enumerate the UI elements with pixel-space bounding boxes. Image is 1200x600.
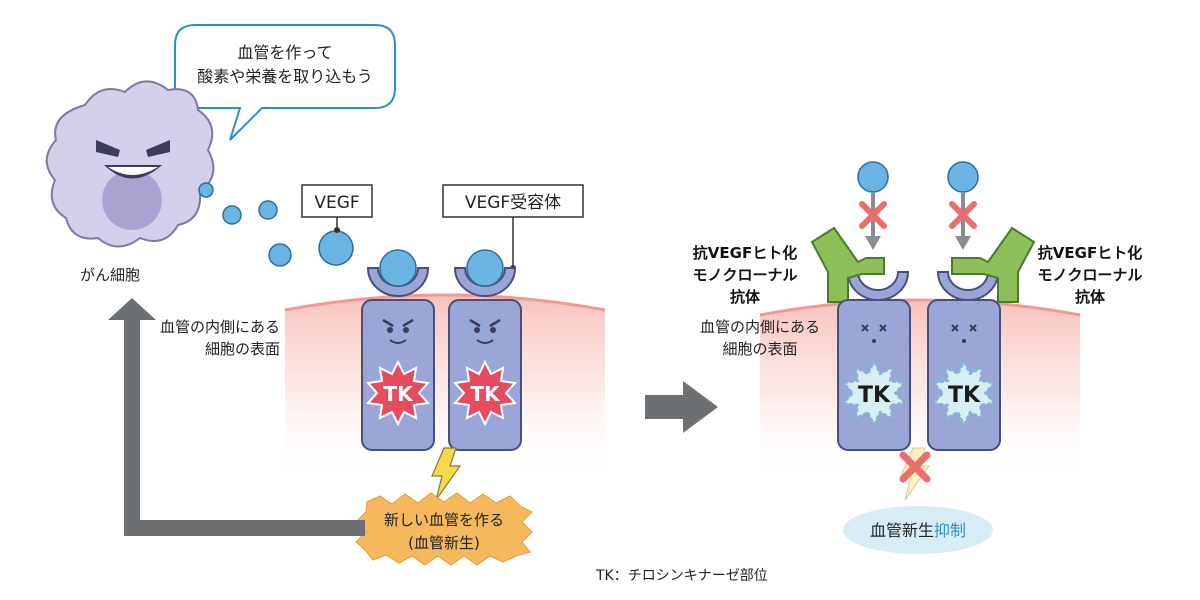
antibody-right xyxy=(951,226,1036,303)
feedback-arrow xyxy=(108,298,365,536)
svg-text:抗VEGFヒト化: 抗VEGFヒト化 xyxy=(693,244,797,262)
cancer-cell-label: がん細胞 xyxy=(80,266,140,284)
new-vessel-burst: 新しい血管を作る (血管新生) xyxy=(355,492,533,566)
svg-text:抗体: 抗体 xyxy=(1075,288,1106,306)
cross-icon xyxy=(859,201,887,229)
antibody-label-right: 抗VEGFヒト化 モノクローナル 抗体 xyxy=(1037,244,1142,306)
cancer-cell: がん細胞 xyxy=(45,80,215,284)
inhibition-badge: 血管新生抑制 xyxy=(843,506,993,554)
receptor-right-1: TK xyxy=(810,226,911,451)
cell-surface-label-right-1: 血管の内側にある xyxy=(700,318,820,336)
svg-text:モノクローナル: モノクローナル xyxy=(1037,266,1142,284)
tk-label: TK xyxy=(858,383,891,408)
speech-line-1: 血管を作って xyxy=(237,43,332,62)
svg-text:抗体: 抗体 xyxy=(730,288,761,306)
cell-surface-label-left-2: 細胞の表面 xyxy=(205,340,280,358)
speech-line-2: 酸素や栄養を取り込もう xyxy=(197,67,373,86)
vegf-bound xyxy=(466,249,504,287)
vegf-blocked-1 xyxy=(857,161,889,250)
svg-text:抗VEGFヒト化: 抗VEGFヒト化 xyxy=(1038,244,1142,262)
svg-text:VEGF: VEGF xyxy=(314,193,359,213)
vegf-receptor-label: VEGF受容体 xyxy=(442,184,584,271)
vegf-particles xyxy=(198,182,354,267)
svg-text:モノクローナル: モノクローナル xyxy=(692,266,797,284)
cross-icon xyxy=(949,201,977,229)
blocked-lightning xyxy=(899,447,931,501)
vegf-label: VEGF xyxy=(301,184,373,233)
tk-label: TK xyxy=(470,382,501,406)
receptor-right-2: TK xyxy=(927,226,1036,451)
cancer-eye-right xyxy=(146,140,170,157)
vegf-bound xyxy=(379,249,417,287)
cross-icon xyxy=(899,451,931,483)
receptor-left-1: TK xyxy=(361,249,435,451)
receptor-left-2: TK xyxy=(448,249,522,451)
svg-text:(血管新生): (血管新生) xyxy=(408,534,480,552)
cancer-eye-left xyxy=(96,140,120,157)
footnote: TK：チロシンキナーゼ部位 xyxy=(595,568,768,584)
svg-text:VEGF受容体: VEGF受容体 xyxy=(465,193,561,213)
speech-bubble: 血管を作って 酸素や栄養を取り込もう xyxy=(174,24,396,141)
lightning-icon xyxy=(431,447,462,501)
tk-label: TK xyxy=(383,382,414,406)
transition-arrow xyxy=(645,381,718,433)
antibody-left xyxy=(810,226,885,303)
vegf-blocked-2 xyxy=(947,161,979,250)
svg-text:新しい血管を作る: 新しい血管を作る xyxy=(384,511,504,529)
svg-text:血管新生抑制: 血管新生抑制 xyxy=(870,521,966,540)
cell-surface-label-right-2: 細胞の表面 xyxy=(722,340,797,358)
tk-label: TK xyxy=(948,383,981,408)
antibody-label-left: 抗VEGFヒト化 モノクローナル 抗体 xyxy=(692,244,797,306)
cell-surface-label-left-1: 血管の内側にある xyxy=(160,318,280,336)
